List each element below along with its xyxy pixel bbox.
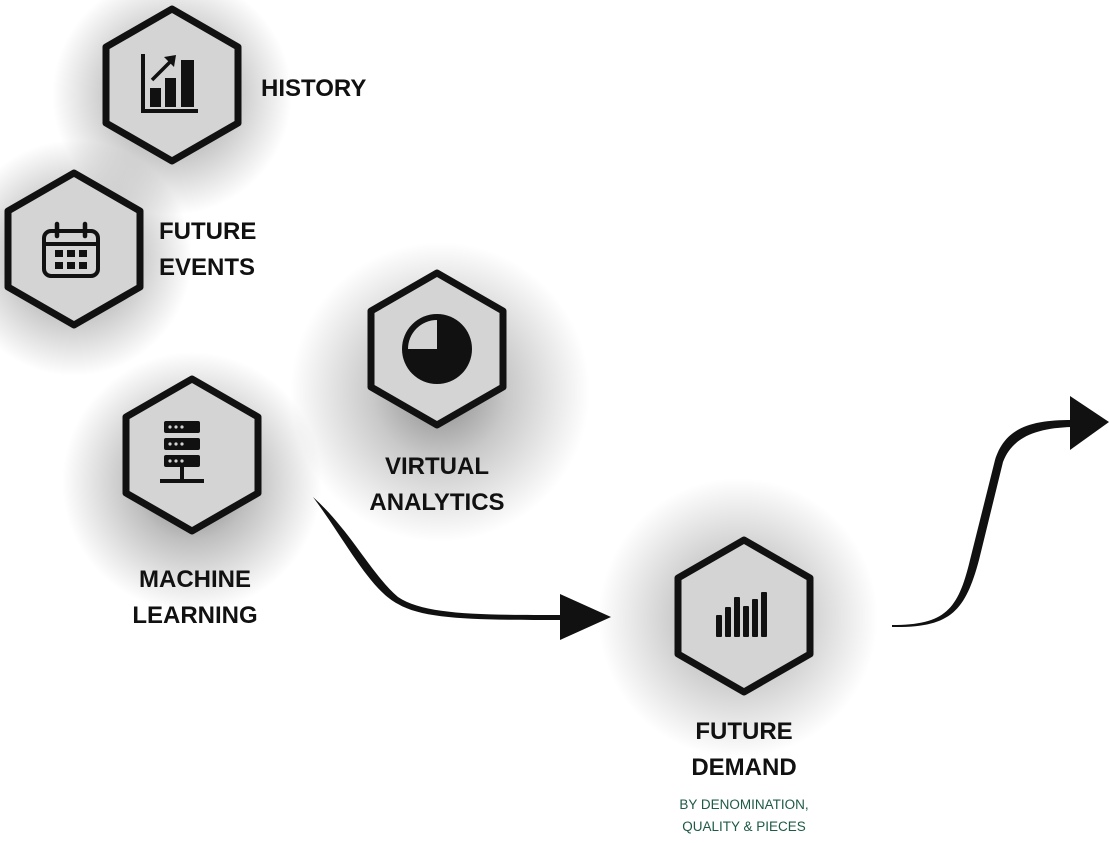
machine-learning-label-line2: LEARNING — [132, 602, 258, 629]
future-demand-label-line2: DEMAND — [691, 754, 797, 781]
virtual-analytics-label-line2: ANALYTICS — [369, 489, 505, 516]
future-demand-subtitle-line2: QUALITY & PIECES — [682, 819, 806, 834]
future-events-label-line2: EVENTS — [159, 254, 256, 281]
history-node — [106, 9, 238, 161]
machine-learning-label-line1: MACHINE — [139, 566, 251, 593]
future-demand-subtitle: BY DENOMINATION, QUALITY & PIECES — [644, 794, 844, 838]
future-demand-node — [678, 540, 810, 692]
growth-chart-icon — [141, 54, 198, 113]
server-network-icon — [160, 421, 204, 483]
future-demand-label-line1: FUTURE — [695, 718, 793, 745]
arrow-icon — [892, 396, 1109, 628]
history-label-text: HISTORY — [261, 75, 367, 102]
virtual-analytics-node — [371, 273, 503, 425]
calendar-icon — [42, 221, 100, 278]
future-events-node — [8, 173, 140, 325]
bar-chart-icon — [716, 592, 767, 637]
machine-learning-node — [126, 379, 258, 531]
machine-learning-label: MACHINE LEARNING — [95, 562, 295, 634]
future-demand-subtitle-line1: BY DENOMINATION, — [679, 797, 809, 812]
virtual-analytics-label-line1: VIRTUAL — [385, 453, 489, 480]
history-label: HISTORY — [261, 71, 366, 107]
virtual-analytics-label: VIRTUAL ANALYTICS — [337, 449, 537, 521]
pie-chart-icon — [402, 314, 472, 384]
arrow-icon — [313, 497, 611, 640]
future-events-label-line1: FUTURE — [159, 218, 257, 245]
future-events-hexagon — [8, 173, 140, 325]
future-demand-label: FUTURE DEMAND — [644, 714, 844, 786]
future-events-label: FUTURE EVENTS — [159, 214, 256, 286]
